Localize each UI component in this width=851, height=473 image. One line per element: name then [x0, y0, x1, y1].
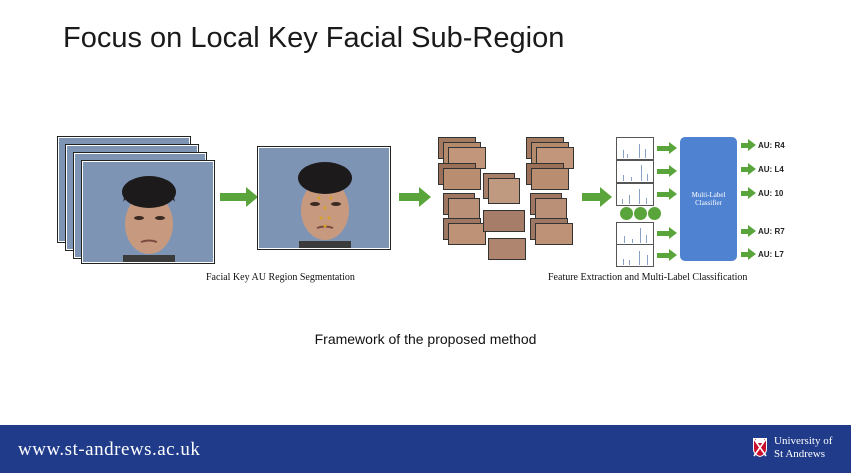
patch [488, 238, 526, 260]
face-image [83, 162, 213, 262]
feature-histogram [616, 222, 654, 245]
classifier-label-line2: Classifier [695, 199, 722, 207]
arrow-into-classifier [657, 165, 677, 177]
output-arrow [741, 187, 756, 199]
au-output-label: AU: R4 [758, 141, 785, 150]
feature-histogram [616, 160, 654, 183]
arrow-into-classifier [657, 249, 677, 261]
feature-histogram [616, 137, 654, 160]
ellipsis-dot [634, 207, 647, 220]
university-name-line1: University of [774, 435, 833, 447]
ellipsis-dot [648, 207, 661, 220]
feature-histogram [616, 244, 654, 267]
arrow-to-features [582, 187, 612, 207]
patch [535, 198, 567, 220]
au-output-label: AU: R7 [758, 227, 785, 236]
au-output-label: AU: L7 [758, 250, 784, 259]
university-name-line2: St Andrews [774, 448, 826, 460]
patch [488, 178, 520, 204]
patch [483, 210, 525, 232]
segmented-frame [258, 147, 390, 249]
patch [448, 198, 480, 220]
footer-bar: www.st-andrews.ac.uk University of St An… [0, 425, 851, 473]
arrow-to-patches [399, 187, 431, 207]
university-logo-text: University of St Andrews [774, 435, 832, 461]
patch [531, 168, 569, 190]
slide-title: Focus on Local Key Facial Sub-Region [63, 22, 565, 54]
university-crest-icon [753, 438, 767, 457]
arrow-into-classifier [657, 142, 677, 154]
classifier-label-line1: Multi-Label [691, 190, 726, 199]
arrow-into-classifier [657, 227, 677, 239]
ellipsis-dot [620, 207, 633, 220]
patch [443, 168, 481, 190]
multi-label-classifier: Multi-Label Classifier [680, 137, 737, 261]
au-output-label: AU: L4 [758, 165, 784, 174]
patch [535, 223, 573, 245]
output-arrow [741, 139, 756, 151]
stage1-caption: Facial Key AU Region Segmentation [206, 272, 355, 283]
patch [448, 223, 486, 245]
input-frame-front [82, 161, 214, 263]
stage2-caption: Feature Extraction and Multi-Label Class… [548, 272, 748, 283]
arrow-to-segmentation [220, 187, 258, 207]
segmented-face-image [259, 148, 389, 248]
feature-histogram [616, 183, 654, 206]
footer-url-link[interactable]: www.st-andrews.ac.uk [18, 439, 201, 460]
au-output-label: AU: 10 [758, 189, 784, 198]
arrow-into-classifier [657, 188, 677, 200]
output-arrow [741, 225, 756, 237]
output-arrow [741, 163, 756, 175]
output-arrow [741, 248, 756, 260]
figure-caption: Framework of the proposed method [314, 331, 537, 347]
